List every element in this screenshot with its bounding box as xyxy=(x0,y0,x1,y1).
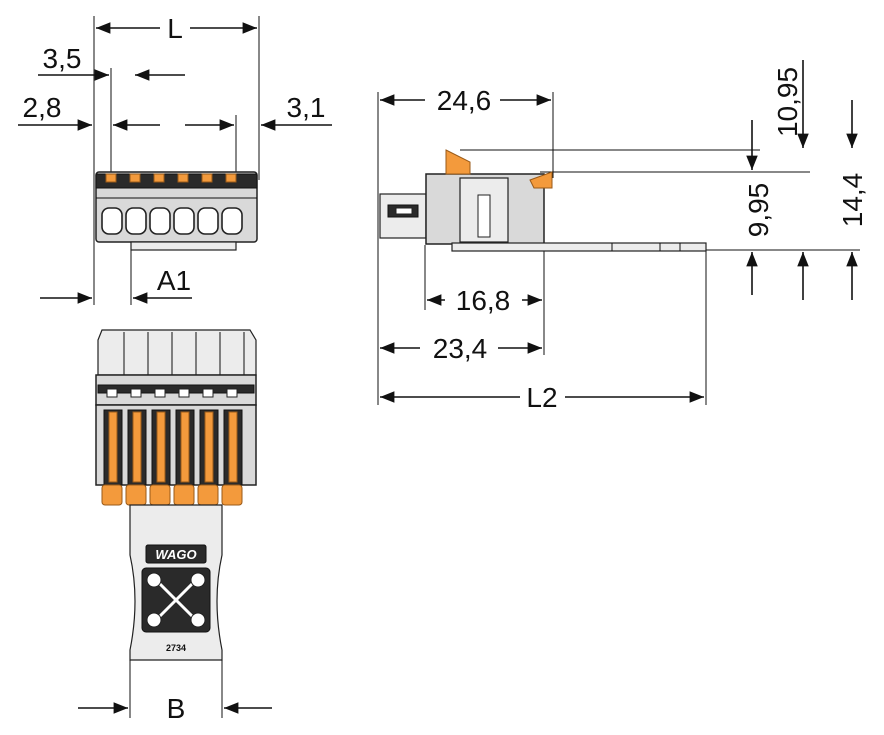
dim-2-8: 2,8 xyxy=(23,92,62,123)
dim-10-95: 10,95 xyxy=(772,67,803,137)
dim-L: L xyxy=(167,13,183,44)
side-view: 24,6 16,8 23,4 L2 9,95 10,95 14,4 xyxy=(377,60,868,413)
dim-14-4: 14,4 xyxy=(837,173,868,228)
dim-B: B xyxy=(167,693,186,724)
plate-ribs xyxy=(611,243,681,251)
dim-23-4: 23,4 xyxy=(433,333,488,364)
front-view: L 3,5 2,8 3,1 A1 xyxy=(18,13,332,305)
top-view: WAGO 2734 B xyxy=(78,329,272,724)
front-pole-openings xyxy=(101,173,243,235)
orange-release-tabs xyxy=(101,484,243,506)
dim-L2: L2 xyxy=(526,382,557,413)
dim-16-8: 16,8 xyxy=(456,285,511,316)
dim-24-6: 24,6 xyxy=(437,85,492,116)
cross-marker xyxy=(141,567,211,633)
push-buttons xyxy=(103,409,243,486)
part-number: 2734 xyxy=(166,643,186,653)
wago-logo: WAGO xyxy=(155,547,196,562)
dim-A1: A1 xyxy=(157,265,191,296)
dim-3-5: 3,5 xyxy=(43,43,82,74)
dim-9-95: 9,95 xyxy=(743,183,774,238)
dim-3-1: 3,1 xyxy=(287,92,326,123)
top-view-slots xyxy=(106,388,238,398)
top-view-ribs xyxy=(123,332,245,375)
